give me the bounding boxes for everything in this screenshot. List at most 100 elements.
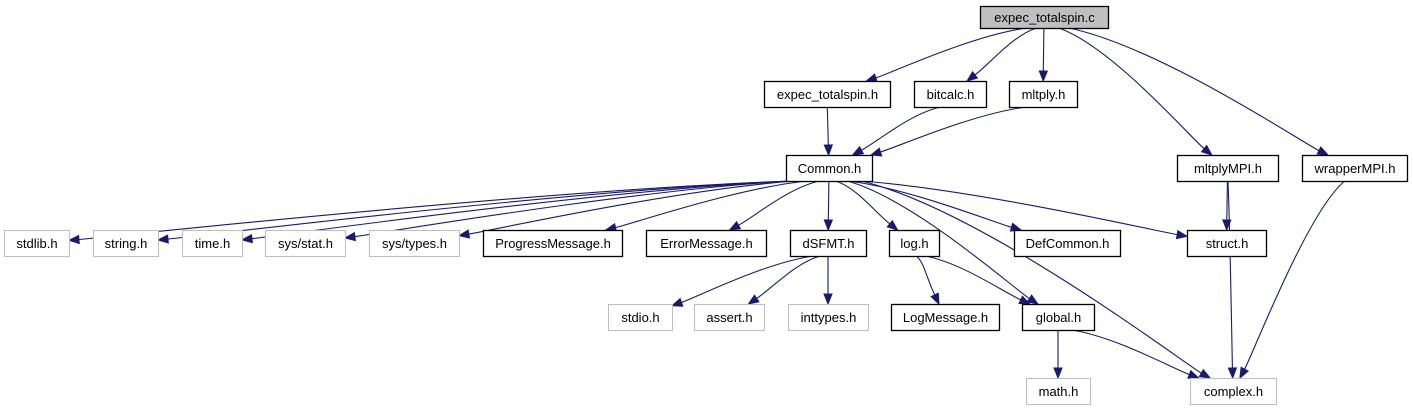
node-label: ErrorMessage.h bbox=[660, 236, 752, 251]
node-label: global.h bbox=[1036, 310, 1082, 325]
edge-line bbox=[860, 180, 1178, 236]
node-label: log.h bbox=[900, 236, 928, 251]
edge-mltplyMPI_h-to-complex_h bbox=[1227, 180, 1238, 380]
node-ErrorMessage-h[interactable]: ErrorMessage.h bbox=[645, 229, 768, 258]
node-struct-h[interactable]: struct.h bbox=[1186, 229, 1268, 258]
node-box bbox=[1021, 303, 1096, 332]
node-label: mltply.h bbox=[1022, 87, 1066, 102]
node-box bbox=[645, 229, 768, 258]
node-DefCommon-h[interactable]: DefCommon.h bbox=[1013, 229, 1122, 258]
arrowhead-icon bbox=[1053, 367, 1063, 380]
node-assert-h: assert.h bbox=[693, 303, 766, 332]
node-label: struct.h bbox=[1206, 236, 1249, 251]
node-sys-types-h: sys/types.h bbox=[368, 229, 461, 258]
edge-expec_totalspin_h-to-Common_h bbox=[823, 106, 834, 157]
node-label: ProgressMessage.h bbox=[495, 236, 611, 251]
node-label: inttypes.h bbox=[801, 310, 857, 325]
node-box bbox=[913, 80, 988, 109]
node-expec-totalspin-h[interactable]: expec_totalspin.h bbox=[763, 80, 892, 109]
node-label: sys/types.h bbox=[382, 236, 447, 251]
arrowhead-icon bbox=[823, 144, 834, 157]
node-label: complex.h bbox=[1204, 384, 1263, 399]
node-box bbox=[979, 5, 1110, 30]
node-wrapperMPI-h[interactable]: wrapperMPI.h bbox=[1301, 154, 1409, 183]
arrowhead-icon bbox=[343, 231, 356, 242]
edge-line bbox=[875, 27, 1027, 79]
edge-line bbox=[847, 180, 1030, 300]
edge-dSFMT_h-to-assert_h bbox=[747, 255, 821, 305]
arrowhead-icon bbox=[156, 234, 169, 244]
node-dSFMT-h[interactable]: dSFMT.h bbox=[789, 229, 868, 258]
arrowhead-icon bbox=[728, 220, 742, 231]
node-box bbox=[693, 303, 766, 332]
edge-line bbox=[916, 255, 936, 296]
edge-bitcalc_h-to-Common_h bbox=[851, 106, 941, 156]
node-box bbox=[607, 303, 674, 332]
node-string-h: string.h bbox=[92, 229, 160, 258]
arrowhead-icon bbox=[1187, 369, 1200, 379]
edge-line bbox=[826, 106, 829, 146]
edge-Common_h-to-DefCommon_h bbox=[847, 180, 1023, 232]
arrowhead-icon bbox=[67, 234, 80, 245]
arrowhead-icon bbox=[869, 147, 883, 157]
node-label: mltplyMPI.h bbox=[1194, 161, 1262, 176]
node-box bbox=[763, 80, 892, 109]
node-box bbox=[1186, 229, 1268, 258]
edge-mltply_h-to-Common_h bbox=[869, 106, 1026, 157]
node-log-h[interactable]: log.h bbox=[888, 229, 941, 258]
arrowhead-icon bbox=[965, 70, 979, 82]
edge-Common_h-to-ErrorMessage_h bbox=[728, 180, 820, 231]
edge-line bbox=[1244, 180, 1346, 370]
edge-line bbox=[681, 255, 814, 303]
arrowhead-icon bbox=[240, 234, 253, 244]
arrowhead-icon bbox=[670, 297, 684, 307]
node-box bbox=[1176, 154, 1280, 183]
edge-log_h-to-LogMessage_h bbox=[916, 255, 940, 306]
node-bitcalc-h[interactable]: bitcalc.h bbox=[913, 80, 988, 109]
edge-line bbox=[1226, 180, 1228, 221]
edge-line bbox=[1042, 27, 1045, 72]
node-expec-totalspin-c[interactable]: expec_totalspin.c bbox=[979, 5, 1110, 30]
node-box bbox=[368, 229, 461, 258]
node-mltply-h[interactable]: mltply.h bbox=[1008, 80, 1079, 109]
edge-line bbox=[827, 180, 830, 221]
edge-line bbox=[1058, 27, 1205, 150]
edge-line bbox=[468, 180, 796, 235]
edge-Common_h-to-global_h bbox=[847, 180, 1040, 305]
node-math-h: math.h bbox=[1025, 377, 1092, 406]
node-label: stdlib.h bbox=[16, 236, 57, 251]
node-label: dSFMT.h bbox=[802, 236, 854, 251]
node-label: string.h bbox=[105, 236, 148, 251]
arrowhead-icon bbox=[1018, 295, 1032, 305]
edge-line bbox=[1068, 27, 1320, 152]
edge-expec_totalspin_c-to-expec_totalspin_h bbox=[865, 27, 1027, 83]
edge-line bbox=[974, 27, 1037, 76]
node-label: wrapperMPI.h bbox=[1314, 161, 1396, 176]
edge-line bbox=[1071, 329, 1190, 376]
arrowhead-icon bbox=[1200, 144, 1213, 156]
edge-Common_h-to-log_h bbox=[835, 180, 899, 231]
node-label: sys/stat.h bbox=[278, 236, 333, 251]
node-ProgressMessage-h[interactable]: ProgressMessage.h bbox=[482, 229, 624, 258]
arrowhead-icon bbox=[1175, 229, 1189, 240]
edge-Common_h-to-ProgressMessage_h bbox=[604, 180, 807, 233]
node-complex-h: complex.h bbox=[1189, 377, 1278, 406]
node-mltplyMPI-h[interactable]: mltplyMPI.h bbox=[1176, 154, 1280, 183]
node-LogMessage-h[interactable]: LogMessage.h bbox=[890, 303, 1001, 332]
arrowhead-icon bbox=[865, 73, 878, 83]
edge-wrapperMPI_h-to-complex_h bbox=[1239, 180, 1346, 380]
arrowhead-icon bbox=[1239, 366, 1249, 380]
edge-global_h-to-complex_h bbox=[1071, 329, 1200, 379]
node-time-h: time.h bbox=[181, 229, 244, 258]
arrowhead-icon bbox=[823, 219, 834, 232]
edge-expec_totalspin_c-to-bitcalc_h bbox=[965, 27, 1037, 82]
node-Common-h[interactable]: Common.h bbox=[785, 154, 874, 183]
arrowhead-icon bbox=[747, 294, 760, 305]
edge-expec_totalspin_c-to-mltply_h bbox=[1038, 27, 1049, 83]
edge-line bbox=[738, 180, 820, 226]
node-box bbox=[890, 303, 1001, 332]
node-stdio-h: stdio.h bbox=[607, 303, 674, 332]
edge-line bbox=[1227, 180, 1233, 369]
node-global-h[interactable]: global.h bbox=[1021, 303, 1096, 332]
arrowhead-icon bbox=[823, 293, 833, 306]
